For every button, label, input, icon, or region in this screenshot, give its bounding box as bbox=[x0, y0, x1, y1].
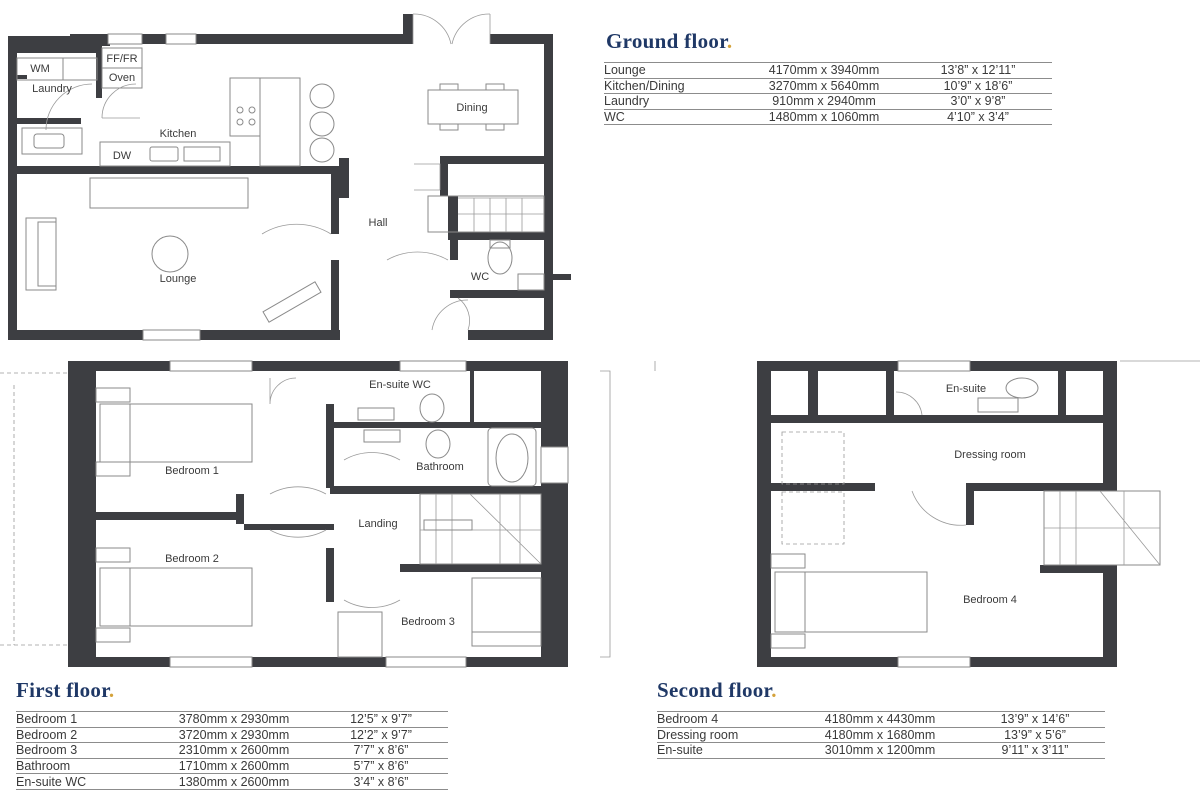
room-metric: 910mm x 2940mm bbox=[744, 93, 904, 110]
room-name: Dressing room bbox=[657, 727, 795, 744]
label-bedroom2: Bedroom 2 bbox=[165, 553, 219, 565]
second-floor-title: Second floor. bbox=[657, 678, 777, 703]
room-metric: 4170mm x 3940mm bbox=[744, 62, 904, 79]
label-wm: WM bbox=[30, 63, 50, 75]
room-name: En-suite WC bbox=[16, 773, 154, 790]
room-name: WC bbox=[604, 109, 744, 126]
title-dot: . bbox=[771, 678, 777, 702]
room-metric: 1710mm x 2600mm bbox=[154, 758, 314, 775]
room-name: Bedroom 1 bbox=[16, 711, 154, 728]
room-imperial: 13’9” x 14’6” bbox=[965, 711, 1105, 728]
label-ensuite: En-suite bbox=[946, 383, 986, 395]
room-metric: 4180mm x 4430mm bbox=[795, 711, 965, 728]
first-floor-title-text: First floor bbox=[16, 678, 109, 702]
first-floor-plan bbox=[0, 360, 569, 668]
room-imperial: 3’4” x 8’6” bbox=[314, 773, 448, 790]
room-metric: 3270mm x 5640mm bbox=[744, 78, 904, 95]
room-metric: 1480mm x 1060mm bbox=[744, 109, 904, 126]
second-floor-plan bbox=[600, 360, 1200, 668]
room-name: En-suite bbox=[657, 742, 795, 759]
label-dw: DW bbox=[113, 150, 132, 162]
room-name: Bedroom 4 bbox=[657, 711, 795, 728]
label-lounge: Lounge bbox=[160, 273, 197, 285]
label-bathroom: Bathroom bbox=[416, 461, 464, 473]
label-dressing-room: Dressing room bbox=[954, 449, 1026, 461]
ground-floor-title-text: Ground floor bbox=[606, 29, 727, 53]
second-floor-title-text: Second floor bbox=[657, 678, 772, 702]
room-metric: 2310mm x 2600mm bbox=[154, 742, 314, 759]
room-metric: 1380mm x 2600mm bbox=[154, 773, 314, 790]
label-ff-fr: FF/FR bbox=[106, 53, 137, 65]
room-imperial: 13’8” x 12’11” bbox=[904, 62, 1052, 79]
title-dot: . bbox=[726, 29, 733, 53]
first-floor-title: First floor. bbox=[16, 678, 114, 703]
room-imperial: 4’10” x 3’4” bbox=[904, 109, 1052, 126]
room-name: Laundry bbox=[604, 93, 744, 110]
label-oven: Oven bbox=[109, 72, 135, 84]
label-ensuite-wc: En-suite WC bbox=[369, 379, 431, 391]
room-imperial: 12’5” x 9’7” bbox=[314, 711, 448, 728]
label-wc: WC bbox=[471, 271, 489, 283]
room-imperial: 7’7” x 8’6” bbox=[314, 742, 448, 759]
room-imperial: 12’2” x 9’7” bbox=[314, 727, 448, 744]
room-imperial: 3’0” x 9’8” bbox=[904, 93, 1052, 110]
ground-floor-title: Ground floor. bbox=[606, 29, 732, 54]
room-imperial: 13’9” x 5’6” bbox=[965, 727, 1105, 744]
room-metric: 4180mm x 1680mm bbox=[795, 727, 965, 744]
label-landing: Landing bbox=[358, 518, 397, 530]
label-bedroom1: Bedroom 1 bbox=[165, 465, 219, 477]
room-metric: 3010mm x 1200mm bbox=[795, 742, 965, 759]
label-laundry: Laundry bbox=[32, 83, 72, 95]
room-metric: 3720mm x 2930mm bbox=[154, 727, 314, 744]
label-bedroom4: Bedroom 4 bbox=[963, 594, 1017, 606]
room-name: Bedroom 3 bbox=[16, 742, 154, 759]
ground-floor-plan bbox=[8, 13, 571, 341]
label-bedroom3: Bedroom 3 bbox=[401, 616, 455, 628]
room-name: Kitchen/Dining bbox=[604, 78, 744, 95]
room-imperial: 10’9” x 18’6” bbox=[904, 78, 1052, 95]
room-name: Lounge bbox=[604, 62, 744, 79]
room-name: Bathroom bbox=[16, 758, 154, 775]
room-name: Bedroom 2 bbox=[16, 727, 154, 744]
room-imperial: 5’7” x 8’6” bbox=[314, 758, 448, 775]
label-dining: Dining bbox=[456, 102, 487, 114]
title-dot: . bbox=[108, 678, 115, 702]
room-metric: 3780mm x 2930mm bbox=[154, 711, 314, 728]
label-kitchen: Kitchen bbox=[160, 128, 197, 140]
label-hall: Hall bbox=[369, 217, 388, 229]
room-imperial: 9’11” x 3’11” bbox=[965, 742, 1105, 759]
